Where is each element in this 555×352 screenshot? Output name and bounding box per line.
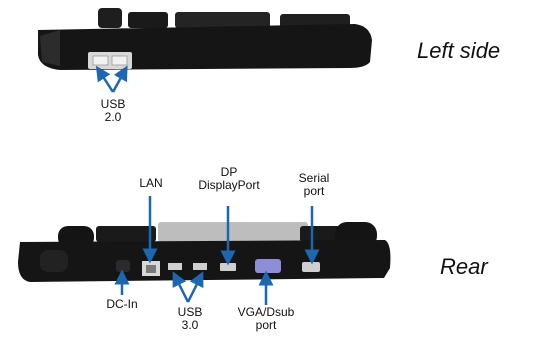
usb20-label: USB 2.0 bbox=[96, 98, 130, 124]
usb30-label: USB 3.0 bbox=[170, 306, 210, 332]
serial-label: Serial port bbox=[292, 172, 336, 198]
dp-port bbox=[220, 263, 236, 271]
usb20-label-line2: 2.0 bbox=[104, 110, 122, 124]
left-side-title: Left side bbox=[417, 38, 501, 63]
rear-title: Rear bbox=[440, 254, 488, 279]
vga-label-line2: port bbox=[255, 318, 277, 332]
usb30-port-1 bbox=[168, 263, 182, 270]
left-bump-2 bbox=[128, 12, 168, 28]
usb20-arrow-1 bbox=[95, 65, 115, 93]
rear-body bbox=[18, 240, 391, 282]
rear-bump-left bbox=[96, 226, 156, 242]
rear-bump-mid bbox=[300, 226, 340, 242]
left-bump-1 bbox=[98, 8, 122, 28]
serial-port bbox=[302, 262, 320, 272]
dp-label-line1: DP bbox=[220, 165, 238, 179]
lan-port-inner bbox=[146, 265, 156, 273]
vga-port bbox=[255, 259, 281, 273]
left-side-end bbox=[40, 30, 60, 66]
serial-label-line2: port bbox=[303, 184, 325, 198]
serial-label-line1: Serial bbox=[298, 171, 330, 185]
left-side-device bbox=[38, 8, 372, 70]
usb20-label-line1: USB bbox=[100, 97, 126, 111]
rear-recess-left bbox=[40, 250, 68, 272]
usb30-label-line1: USB bbox=[177, 305, 203, 319]
usb30-label-line2: 3.0 bbox=[181, 318, 199, 332]
left-bump-3 bbox=[175, 12, 270, 28]
usb30-arrow-2 bbox=[186, 271, 204, 303]
dcin-label: DC-In bbox=[106, 297, 138, 311]
vga-label-line1: VGA/Dsub bbox=[237, 305, 295, 319]
usb20-port-2 bbox=[111, 55, 128, 66]
rear-device bbox=[18, 222, 391, 282]
dcin-port bbox=[116, 260, 130, 272]
usb20-arrow-2 bbox=[111, 65, 128, 93]
dp-label: DP DisplayPort bbox=[196, 166, 262, 192]
dp-label-line2: DisplayPort bbox=[198, 178, 260, 192]
usb20-port-1 bbox=[92, 55, 109, 66]
vga-label: VGA/Dsub port bbox=[230, 306, 302, 332]
lan-label: LAN bbox=[139, 176, 163, 190]
rear-dock-top bbox=[158, 222, 308, 242]
usb30-arrow-1 bbox=[172, 271, 190, 303]
usb30-port-2 bbox=[193, 263, 207, 270]
